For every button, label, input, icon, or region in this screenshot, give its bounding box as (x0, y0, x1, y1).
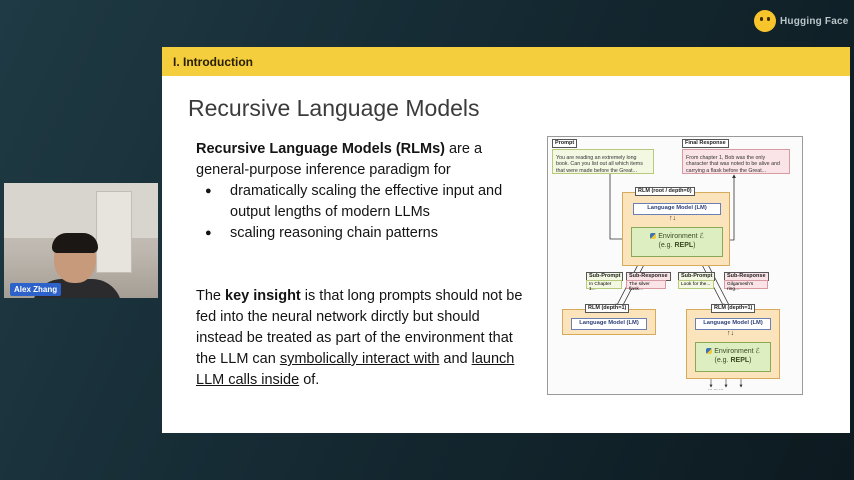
more-calls-dots: ... ... ... (708, 386, 724, 392)
final-response-tag: Final Response (682, 139, 729, 148)
presentation-slide: I. Introduction Recursive Language Model… (162, 47, 850, 433)
brand-name: Hugging Face (780, 15, 849, 27)
person-hair (52, 233, 98, 253)
key-insight-term: key insight (225, 288, 301, 304)
intro-paragraph: Recursive Language Models (RLMs) are a g… (196, 141, 483, 178)
rlm-depth1-tag: RLM (depth=1) (585, 304, 630, 313)
python-icon (650, 233, 657, 240)
up-down-arrows: ↑↓ (669, 215, 676, 222)
intro-block: Recursive Language Models (RLMs) are a g… (196, 139, 536, 244)
bullet-item: dramatically scaling the effective input… (196, 181, 536, 223)
hugging-face-logo-icon (754, 10, 776, 32)
underlined-phrase: symbolically interact with (279, 351, 440, 367)
final-response-box: From chapter 1, Bob was the only charact… (682, 149, 790, 174)
underlined-phrase: launch LLM calls inside (196, 351, 515, 388)
rlm-root-tag: RLM (root / depth=0) (635, 187, 695, 196)
rlm-root-box: RLM (root / depth=0) Language Model (LM)… (622, 187, 730, 266)
sub-prompt-box: Look for the... (678, 280, 714, 289)
rlm-term: Recursive Language Models (RLMs) (196, 141, 445, 157)
rlm-depth1-box: RLM (depth=1) Language Model (LM) (562, 304, 656, 335)
prompt-box: You are reading an extremely long book. … (552, 149, 654, 174)
slide-title: Recursive Language Models (188, 95, 480, 121)
sub-response-box: Gilgamesh's ring... (724, 280, 768, 292)
rlm-depth1-tag: RLM (depth=1) (711, 304, 756, 313)
language-model-box: Language Model (LM) (695, 318, 771, 330)
language-model-box: Language Model (LM) (633, 203, 721, 215)
rlm-depth1-box: RLM (depth=1) Language Model (LM) ↑↓ Env… (686, 304, 780, 379)
environment-box: Environment ℰ (e.g. REPL) (695, 342, 771, 372)
environment-box: Environment ℰ (e.g. REPL) (631, 227, 723, 257)
insight-block: The key insight is that long prompts sho… (196, 286, 526, 391)
insight-paragraph: The key insight is that long prompts sho… (196, 288, 523, 388)
environment-label: Environment ℰ (714, 348, 760, 355)
language-model-box: Language Model (LM) (571, 318, 647, 330)
section-title: I. Introduction (173, 54, 253, 69)
section-header: I. Introduction (162, 47, 850, 76)
bullet-item: scaling reasoning chain patterns (196, 223, 536, 244)
sub-prompt-box: In Chapter 1... (586, 280, 622, 292)
python-icon (706, 348, 713, 355)
environment-label: Environment ℰ (658, 233, 704, 240)
up-down-arrows: ↑↓ (727, 330, 734, 337)
brand: Hugging Face (754, 10, 849, 32)
prompt-tag: Prompt (552, 139, 578, 148)
rlm-diagram: Prompt You are reading an extremely long… (547, 136, 803, 395)
participant-video[interactable]: Alex Zhang (4, 183, 158, 298)
sub-response-box: The silver flask... (626, 280, 666, 292)
participant-name-badge: Alex Zhang (10, 283, 62, 296)
bullet-list: dramatically scaling the effective input… (196, 181, 536, 244)
